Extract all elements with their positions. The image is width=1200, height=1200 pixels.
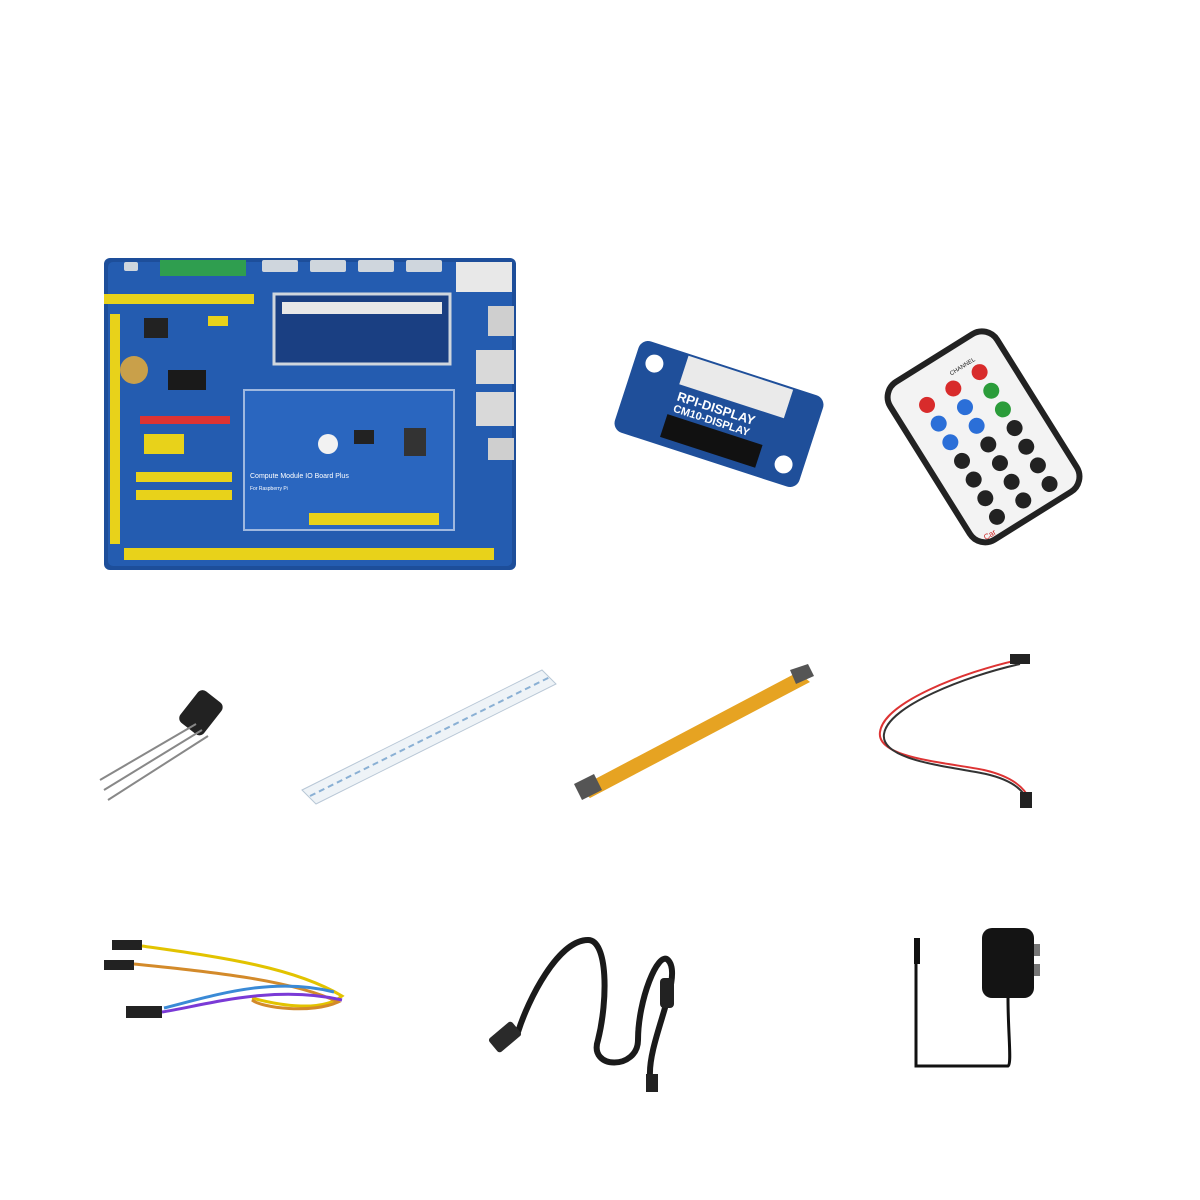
temperature-sensor <box>94 690 256 808</box>
usb-cable <box>488 920 694 1096</box>
display-adapter-board: RPI-DISPLAY CM10-DISPLAY <box>612 340 826 488</box>
board-subtitle-text: For Raspberry Pi <box>250 486 288 492</box>
power-adapter <box>912 924 1042 1072</box>
red-black-cable <box>874 652 1038 810</box>
io-board: Compute Module IO Board Plus For Raspber… <box>104 258 516 570</box>
fpc-ribbon-cable <box>301 668 558 810</box>
board-title-text: Compute Module IO Board Plus <box>250 473 349 480</box>
orange-fpc-cable <box>572 664 814 804</box>
jumper-wires <box>102 936 352 1028</box>
ir-remote: CHANNEL <box>870 328 1096 546</box>
